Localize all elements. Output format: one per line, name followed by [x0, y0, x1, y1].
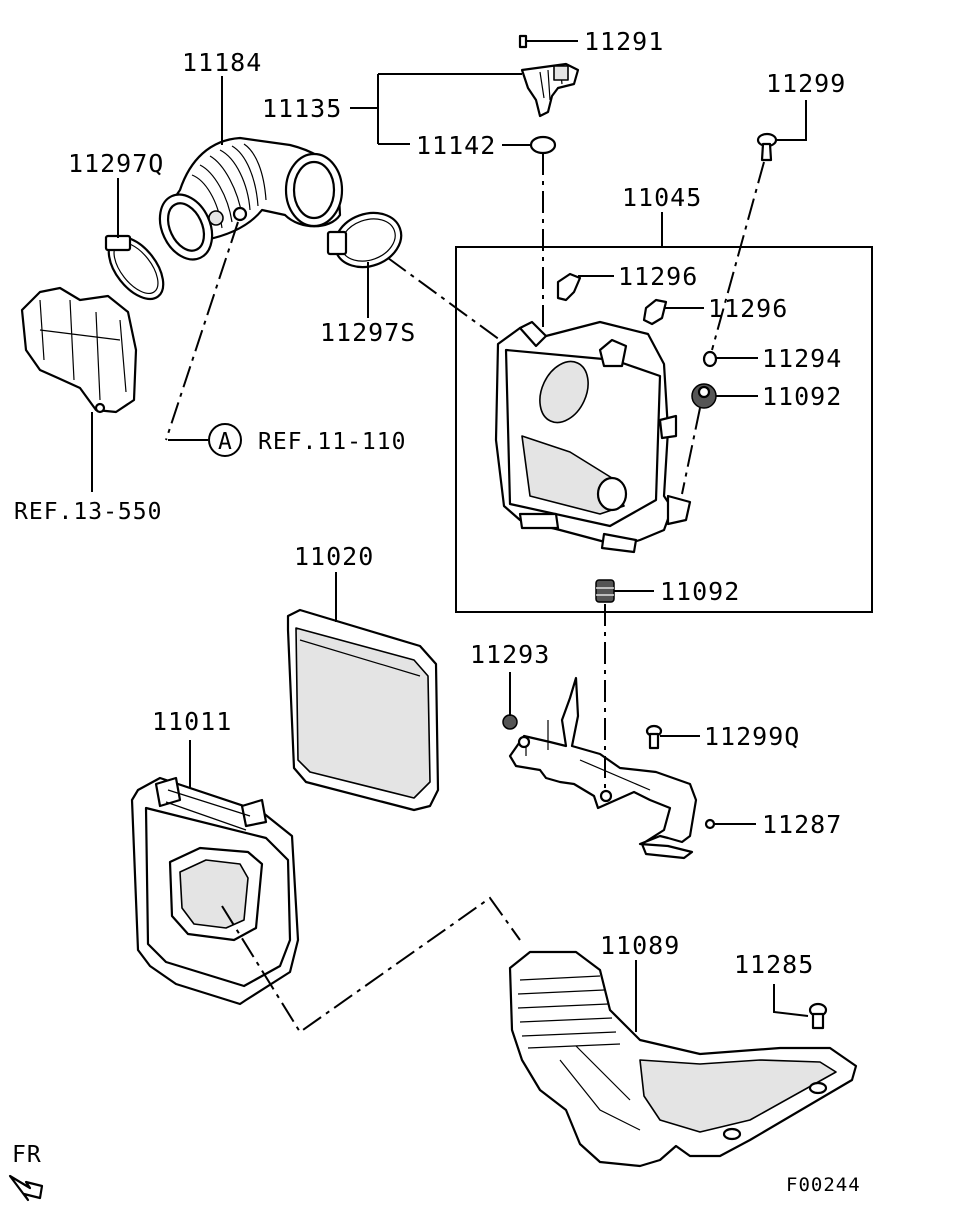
part-number-11142[interactable]: 11142 — [416, 131, 496, 160]
ref-a-letter: A — [218, 429, 233, 455]
part-number-11020[interactable]: 11020 — [294, 542, 374, 571]
clip-11296-b — [642, 298, 668, 326]
part-number-11297q[interactable]: 11297Q — [68, 149, 164, 178]
air-cleaner-case-lower-11011 — [130, 776, 300, 1006]
intake-hose-11184 — [158, 136, 344, 261]
part-number-11296-b[interactable]: 11296 — [708, 294, 788, 323]
bolt-11285 — [808, 1002, 828, 1030]
bolt-11299 — [756, 132, 778, 162]
air-duct-ref-13-550 — [20, 286, 138, 414]
front-direction-label: FR — [12, 1142, 42, 1168]
part-number-11092-lower[interactable]: 11092 — [660, 577, 740, 606]
o-ring-11142 — [529, 135, 557, 155]
reference-13-550[interactable]: REF.13-550 — [14, 499, 162, 525]
part-number-11294[interactable]: 11294 — [762, 344, 842, 373]
air-filter-element-11020 — [286, 608, 440, 812]
bolt-11299q — [645, 724, 663, 750]
part-number-11184[interactable]: 11184 — [182, 48, 262, 77]
air-duct-11089 — [508, 950, 858, 1168]
insulator-11092-upper — [691, 383, 717, 409]
part-number-11297s[interactable]: 11297S — [320, 318, 416, 347]
part-number-11092-upper[interactable]: 11092 — [762, 382, 842, 411]
part-number-11089[interactable]: 11089 — [600, 931, 680, 960]
part-number-11299[interactable]: 11299 — [766, 69, 846, 98]
part-number-11291[interactable]: 11291 — [584, 27, 664, 56]
front-direction-arrow-icon — [8, 1174, 44, 1202]
hose-clamp-11297q — [104, 234, 165, 301]
grommet-11294 — [702, 350, 718, 368]
part-number-11045[interactable]: 11045 — [622, 183, 702, 212]
part-number-11296-a[interactable]: 11296 — [618, 262, 698, 291]
part-number-11285[interactable]: 11285 — [734, 950, 814, 979]
hose-clamp-11297s — [326, 211, 403, 269]
part-number-11011[interactable]: 11011 — [152, 707, 232, 736]
figure-code: F00244 — [786, 1174, 861, 1196]
screw-11291 — [518, 34, 538, 49]
reference-11-110[interactable]: REF.11-110 — [258, 429, 406, 455]
leader-lines — [91, 40, 873, 1034]
bracket-11287 — [508, 676, 716, 860]
clip-11296-a — [556, 272, 582, 302]
air-cleaner-case-upper-11045 — [494, 320, 692, 554]
air-flow-sensor-11135 — [520, 62, 580, 118]
part-number-11287[interactable]: 11287 — [762, 810, 842, 839]
insulator-11092-lower — [595, 579, 615, 603]
ref-a-circle — [208, 423, 242, 457]
part-number-11135[interactable]: 11135 — [262, 94, 342, 123]
part-number-11293[interactable]: 11293 — [470, 640, 550, 669]
part-number-11299q[interactable]: 11299Q — [704, 722, 800, 751]
nut-11293 — [502, 714, 518, 730]
